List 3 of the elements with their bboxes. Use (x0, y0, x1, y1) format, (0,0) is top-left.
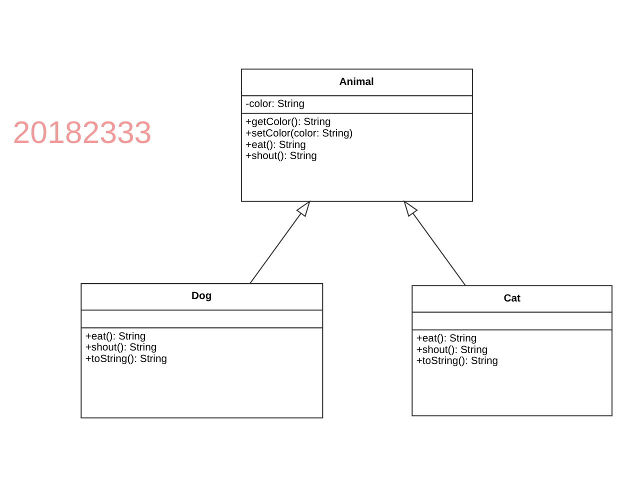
label: 20182333 (12, 115, 152, 150)
arrow (403, 200, 466, 286)
arrow (250, 200, 311, 284)
